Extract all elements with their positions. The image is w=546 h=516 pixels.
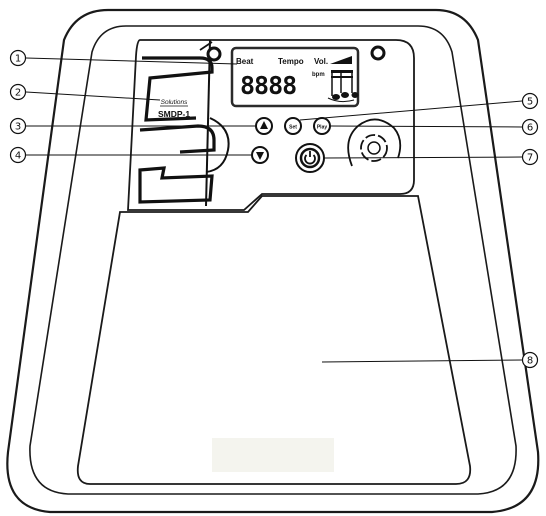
- lcd-screen: Beat Tempo Vol. 8888 bpm: [230, 46, 360, 108]
- callout-4: 4: [9, 146, 27, 164]
- bracket-diagonal: [199, 41, 213, 51]
- leader-8: [321, 359, 523, 363]
- down-button[interactable]: [251, 146, 269, 164]
- model-name: SMDP-1: [158, 109, 190, 119]
- lcd-frame: [230, 46, 360, 108]
- control-panel-outline: [127, 39, 415, 211]
- callout-6: 6: [521, 118, 539, 136]
- svg-text:7: 7: [527, 153, 533, 164]
- volume-bar-icon: [330, 56, 352, 64]
- speaker-arc: [347, 118, 402, 167]
- housing-outer-edge: [6, 8, 540, 514]
- lcd-label-tempo: Tempo: [278, 57, 304, 66]
- drum-pad-surface: [76, 195, 472, 485]
- svg-text:2: 2: [15, 88, 21, 99]
- up-button[interactable]: [255, 117, 273, 135]
- svg-text:6: 6: [527, 123, 533, 134]
- side-bracket: [138, 39, 230, 207]
- power-button[interactable]: [295, 143, 325, 173]
- svg-text:1: 1: [15, 54, 21, 65]
- leader-6: [329, 125, 523, 128]
- pad-faint-mark: [212, 438, 334, 472]
- lcd-label-beat: Beat: [236, 57, 254, 66]
- power-icon: [304, 151, 316, 165]
- callout-leaders: [25, 57, 523, 363]
- callout-3: 3: [9, 117, 27, 135]
- lcd-label-vol: Vol.: [314, 57, 328, 66]
- triangle-up-icon: [260, 121, 268, 129]
- music-notes-icon: [327, 70, 359, 103]
- housing-inner-edge: [29, 25, 517, 495]
- brand-logo: Solutions: [161, 99, 188, 106]
- control-panel: [127, 39, 415, 211]
- callout-8: 8: [521, 351, 539, 369]
- speaker-ring: [347, 118, 402, 167]
- leader-1: [25, 57, 238, 65]
- leader-2: [25, 91, 161, 101]
- bracket-curve: [205, 117, 230, 173]
- bracket-vertical: [205, 39, 211, 207]
- outer-housing: [6, 8, 540, 514]
- lcd-digits: 8888: [240, 71, 296, 100]
- bracket-shape-low: [138, 166, 214, 204]
- speaker-outer-ring: [360, 134, 388, 162]
- mounting-hole-right: [370, 45, 386, 61]
- svg-text:8: 8: [527, 356, 533, 367]
- leader-5: [299, 100, 523, 121]
- svg-text:5: 5: [527, 97, 533, 108]
- set-button[interactable]: Set: [284, 117, 302, 135]
- set-button-label: Set: [289, 125, 297, 131]
- lcd-unit-bpm: bpm: [312, 72, 325, 78]
- speaker-inner-ring: [367, 141, 381, 155]
- svg-text:4: 4: [15, 151, 21, 162]
- triangle-down-icon: [256, 152, 264, 160]
- play-button[interactable]: Play: [313, 117, 331, 135]
- play-button-label: Play: [317, 125, 328, 131]
- callout-2: 2: [9, 83, 27, 101]
- svg-text:3: 3: [15, 122, 21, 133]
- leader-7: [323, 156, 523, 159]
- bracket-shape-mid: [139, 124, 216, 154]
- callout-5: 5: [521, 92, 539, 110]
- callout-7: 7: [521, 148, 539, 166]
- mounting-hole-left: [206, 46, 222, 62]
- callout-1: 1: [9, 49, 27, 67]
